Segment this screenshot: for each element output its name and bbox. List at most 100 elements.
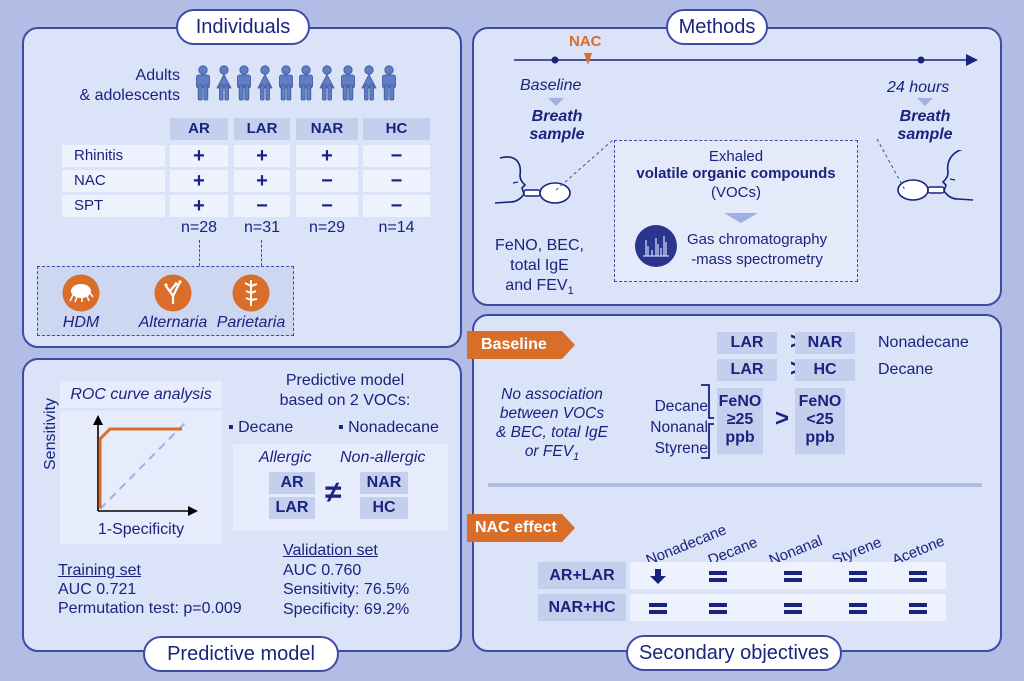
validation-set: Validation set AUC 0.760 Sensitivity: 76… [283, 542, 410, 618]
breath-sample-24h: Breath sample [897, 108, 953, 143]
equal-icon [909, 603, 927, 614]
equal-icon [709, 571, 727, 582]
nac-group-label: NAR+HC [538, 594, 626, 621]
connector-line [199, 240, 200, 266]
exhaled-label: Exhaled [708, 148, 764, 165]
male-person-icon [299, 65, 314, 101]
minus-mark: − [363, 195, 430, 217]
roc-ylabel: Sensitivity [42, 397, 59, 470]
col-header-hc: HC [363, 118, 430, 140]
nac-effect-row [630, 594, 946, 621]
methods-title: Methods [666, 9, 768, 45]
group-nar: NAR [360, 472, 408, 494]
not-equal-icon: ≠ [325, 476, 342, 509]
roc-chart-bg [60, 411, 222, 544]
down-arrow-icon [917, 98, 933, 106]
voc-abbr: (VOCs) [711, 184, 761, 201]
predictive-title: Predictive model [143, 636, 339, 672]
nac-effect-row [630, 562, 946, 589]
breath-sample-baseline: Breath sample [529, 108, 585, 143]
plus-mark: + [170, 145, 228, 167]
decrease-arrow-icon [650, 569, 666, 584]
female-person-icon [360, 65, 377, 101]
row-label: NAC [62, 170, 165, 192]
plant-icon [232, 274, 270, 312]
connector-lines [555, 138, 906, 191]
count-ar: n=28 [180, 219, 218, 236]
plus-mark: + [234, 145, 290, 167]
divider [488, 483, 982, 487]
secondary-title: Secondary objectives [626, 635, 842, 671]
female-person-icon [257, 65, 273, 101]
col-header-nar: NAR [296, 118, 358, 140]
plus-mark: + [170, 195, 228, 217]
baseline-label: Baseline [520, 77, 582, 94]
hours-dot [917, 56, 925, 64]
equal-icon [909, 571, 927, 582]
equal-icon [784, 571, 802, 582]
count-hc: n=14 [378, 219, 415, 236]
comparison-voc: Nonadecane [878, 334, 969, 351]
roc-title: ROC curve analysis [60, 381, 222, 408]
minus-mark: − [234, 195, 290, 217]
training-set: Training set AUC 0.721 Permutation test:… [58, 562, 242, 617]
group-lar: LAR [269, 497, 315, 519]
row-label: Rhinitis [62, 145, 165, 167]
nonallergic-label: Non-allergic [340, 449, 426, 466]
person-exhaling-icon [494, 156, 571, 204]
feno-low-box: FeNO <25 ppb [795, 388, 845, 454]
person-exhaling-icon [897, 150, 974, 201]
minus-mark: − [296, 170, 358, 192]
comparison-right: NAR [795, 332, 855, 354]
minus-mark: − [363, 170, 430, 192]
row-label: SPT [62, 195, 165, 217]
timeline-arrow-icon [966, 54, 978, 66]
roc-chart [93, 415, 198, 516]
voc-decane: ▪ Decane [228, 419, 294, 436]
equal-icon [849, 603, 867, 614]
bracket-icon [701, 384, 714, 459]
no-association-note: No association between VOCs & BEC, total… [496, 386, 608, 464]
chromatogram-icon [635, 225, 677, 267]
diagonal-reference [99, 422, 186, 510]
female-person-icon [319, 65, 335, 101]
measures-label: FeNO, BEC, total IgE and FEV1 [495, 237, 584, 298]
population-label: Adults & adolescents [79, 67, 180, 104]
baseline-dot [551, 56, 559, 64]
minus-mark: − [296, 195, 358, 217]
equal-icon [784, 603, 802, 614]
comparison-right: HC [795, 359, 855, 381]
equal-icon [649, 603, 667, 614]
connector-line [261, 240, 262, 266]
allergen-label: Alternaria [138, 314, 208, 331]
group-ar: AR [269, 472, 315, 494]
male-person-icon [237, 65, 252, 101]
nac-marker-icon [584, 53, 592, 65]
x-axis-arrow-icon [188, 506, 198, 516]
group-hc: HC [360, 497, 408, 519]
equal-icon [849, 571, 867, 582]
people-icons [194, 65, 401, 106]
minus-mark: − [363, 145, 430, 167]
timeline [514, 53, 978, 66]
plus-mark: + [296, 145, 358, 167]
fungus-icon [154, 274, 192, 312]
voc-label: volatile organic compounds [636, 165, 836, 182]
nac-group-label: AR+LAR [538, 562, 626, 589]
y-axis-arrow-icon [93, 415, 103, 425]
nac-effect-tag: NAC effect [467, 514, 575, 542]
equal-icon [709, 603, 727, 614]
hours-label: 24 hours [887, 79, 950, 96]
col-header-ar: AR [170, 118, 228, 140]
roc-curve [98, 427, 182, 508]
allergen-label: HDM [62, 314, 100, 331]
model-title: Predictive model based on 2 VOCs: [279, 372, 411, 409]
down-arrow-icon [548, 98, 564, 106]
groups-box [233, 444, 448, 531]
baseline-tag: Baseline [467, 331, 575, 359]
male-person-icon [196, 65, 210, 101]
col-header-lar: LAR [234, 118, 290, 140]
down-arrow-icon [724, 213, 758, 223]
comparison-left: LAR [717, 359, 777, 381]
dust-mite-icon [62, 274, 100, 312]
